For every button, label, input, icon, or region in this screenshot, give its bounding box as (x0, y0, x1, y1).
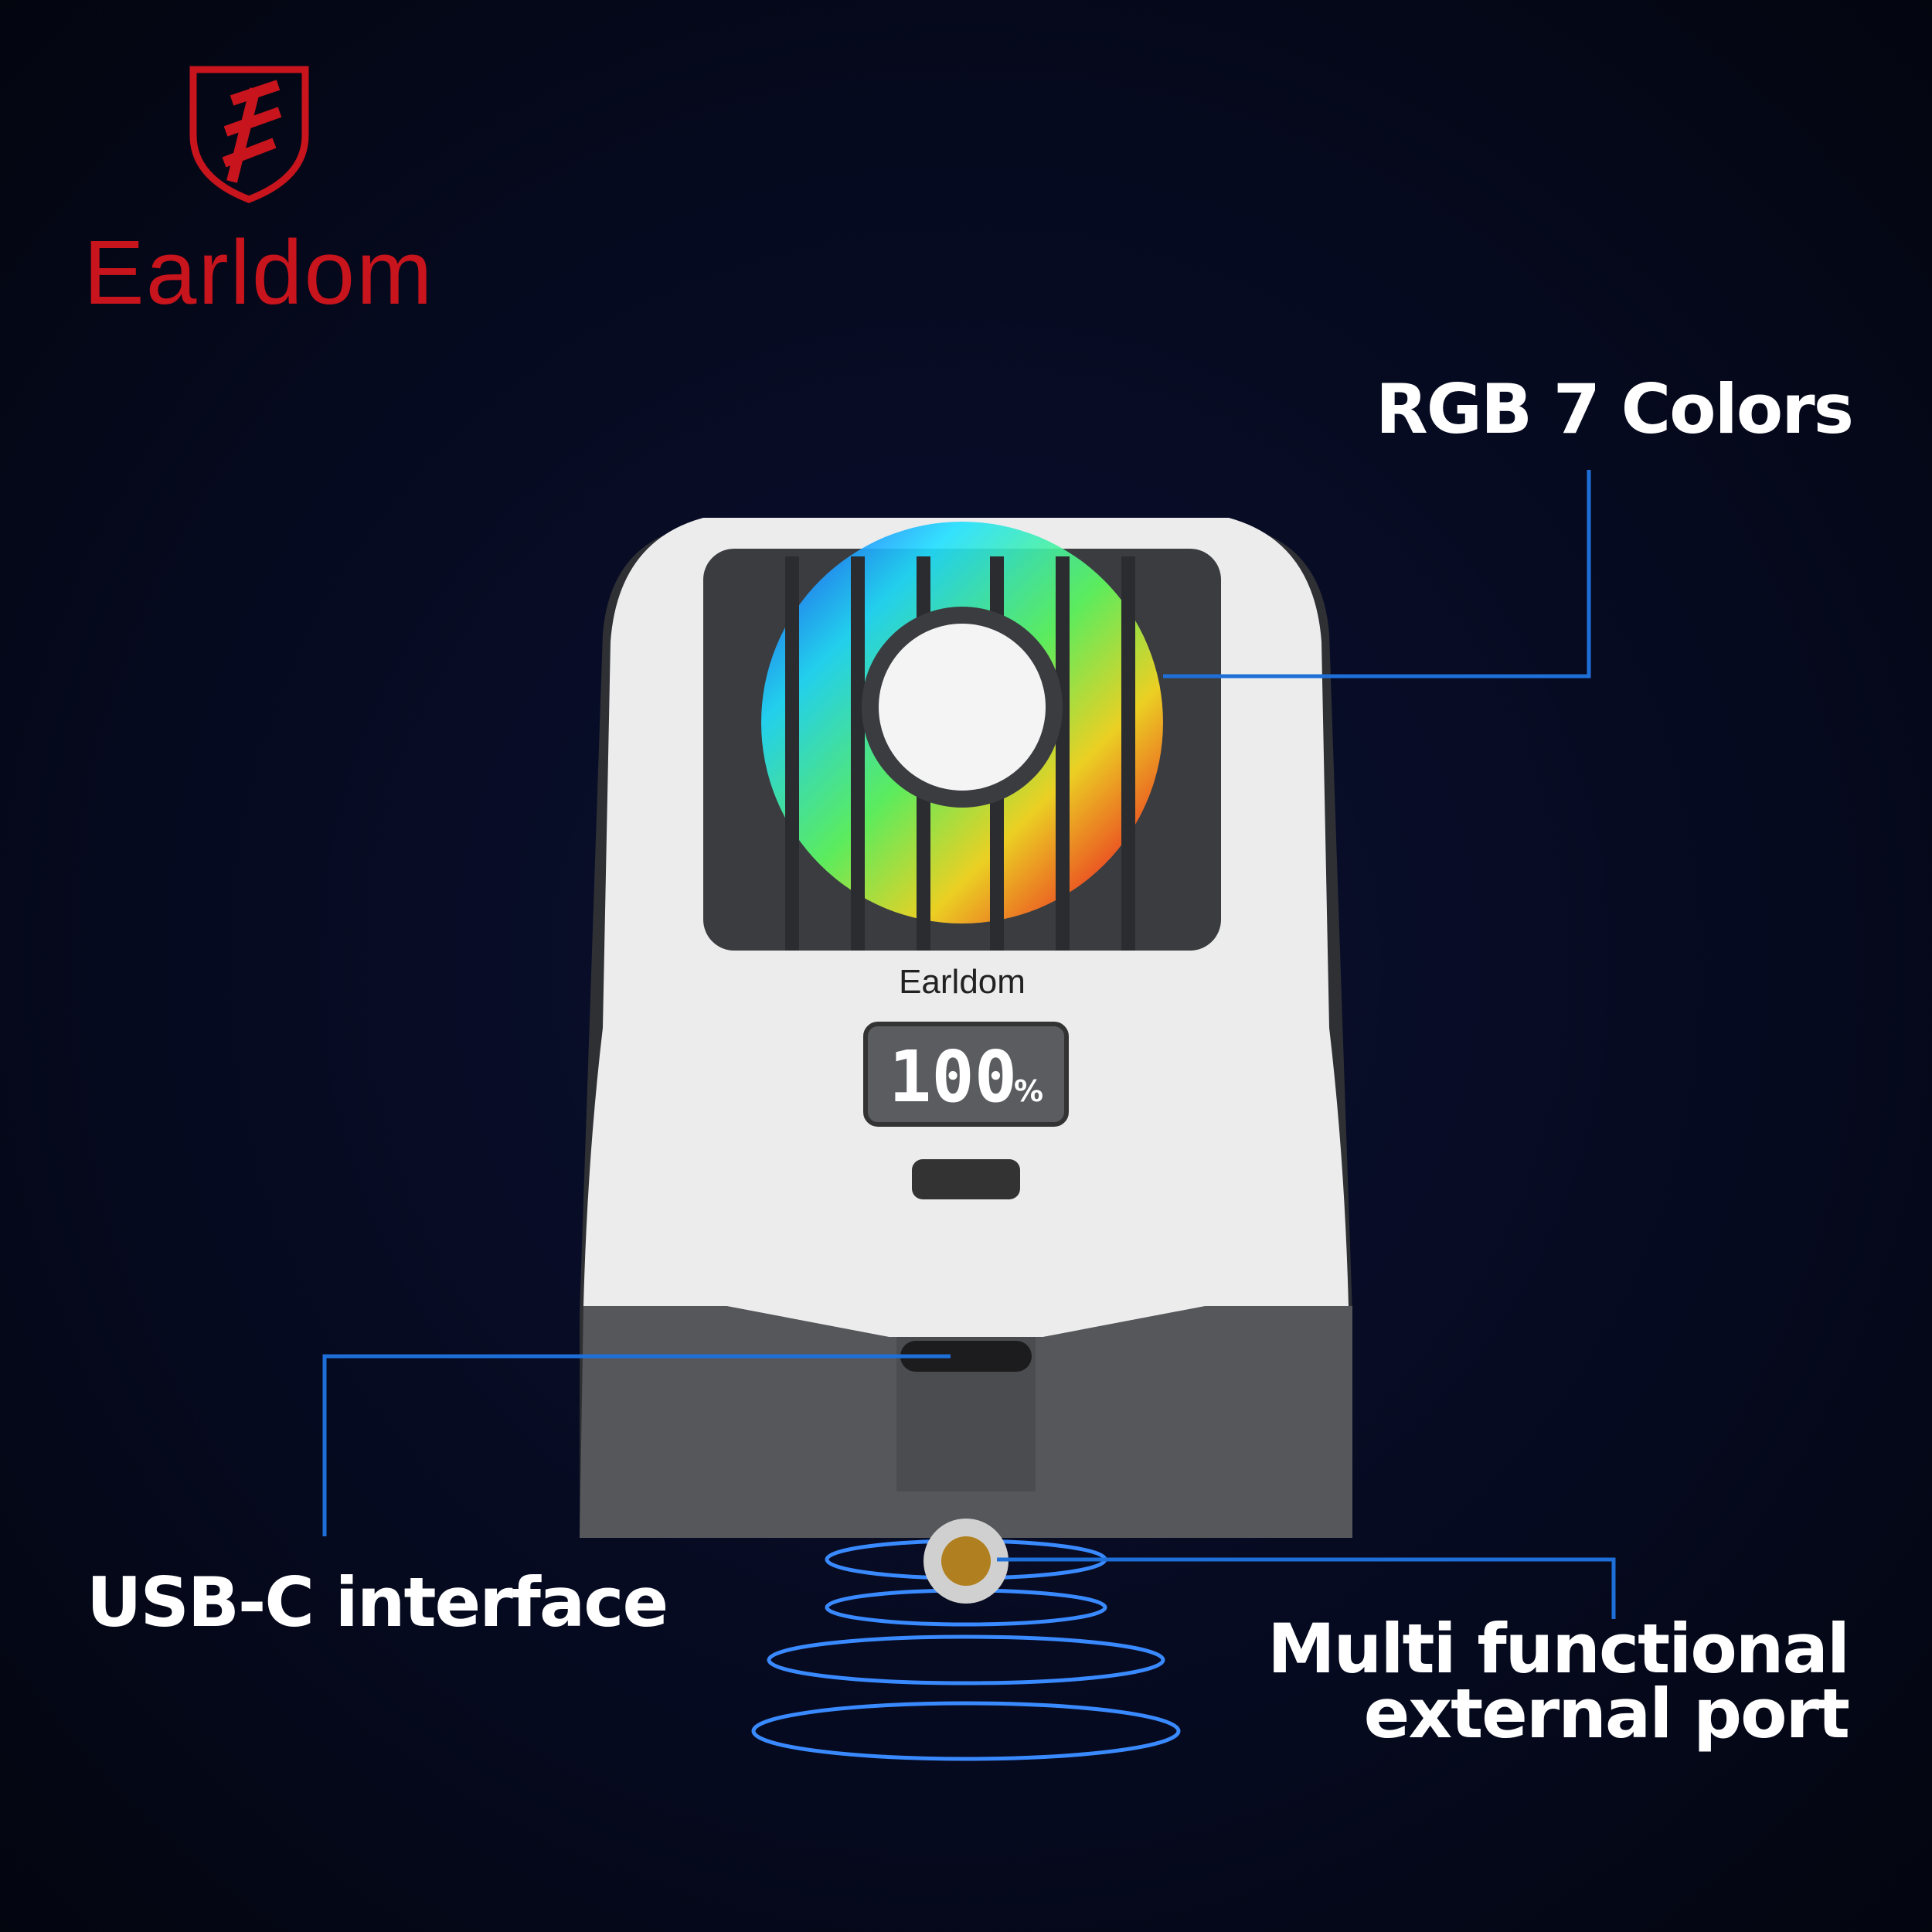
power-button (912, 1159, 1020, 1199)
callout-lines (322, 470, 1616, 1619)
callout-usb-c: USB-C interface (87, 1563, 668, 1642)
callout-rgb-colors: RGB 7 Colors (1376, 369, 1854, 449)
callout-external-port-line2: external port (1363, 1674, 1850, 1753)
callout-external-port: Multi functional external port (1267, 1609, 1850, 1753)
device-brand-label: Earldom (899, 963, 1026, 1001)
brand-logo-text: Earldom (83, 222, 434, 324)
brand-logo-shield-icon (189, 66, 309, 203)
battery-display (863, 1022, 1069, 1127)
usb-c-port (900, 1341, 1032, 1372)
battery-unit: % (1014, 1074, 1043, 1108)
callout-external-port-line1: Multi functional (1267, 1609, 1850, 1689)
phone-cooler-device: Earldom 100 % (580, 518, 1352, 1538)
battery-percentage: 100 (889, 1036, 1017, 1118)
